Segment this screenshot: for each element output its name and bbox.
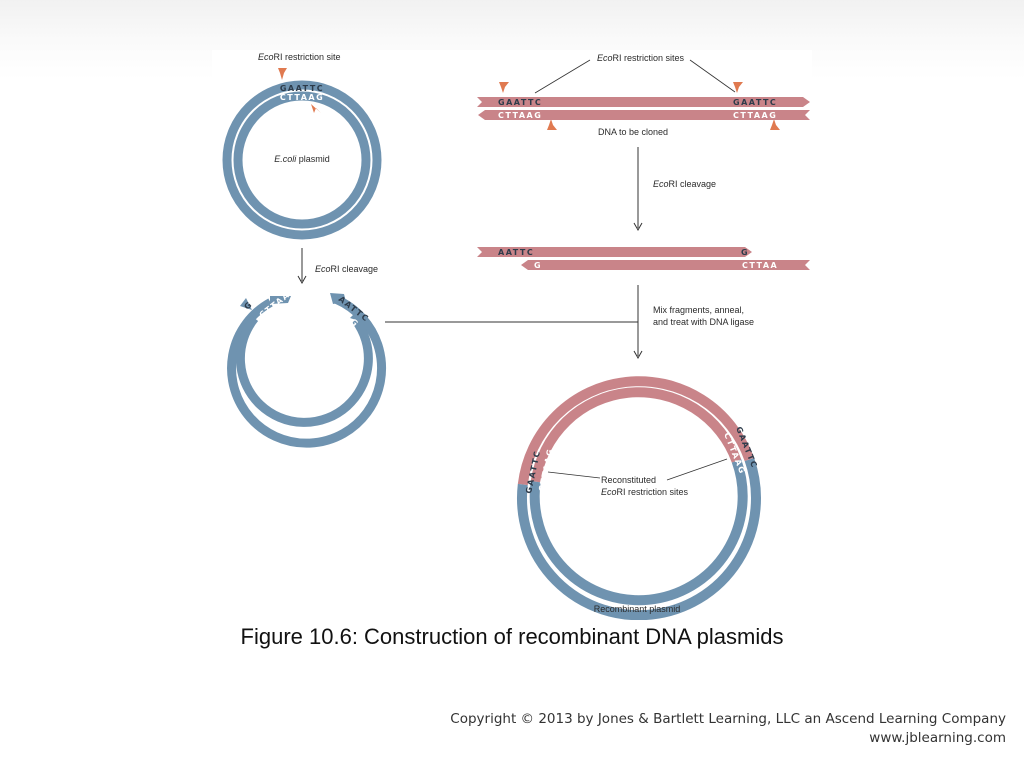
dna-to-clone-label: DNA to be cloned [598,127,668,137]
figure-panel [212,50,812,618]
cleavage-arrow-right [633,147,643,232]
fragment-seq-aattc: AATTC [498,248,534,257]
pointer-line [666,458,728,481]
site-seq-gaattc: GAATTC [280,84,324,93]
cut-arrowhead-icon [547,119,557,130]
pointer-line [689,59,736,93]
recombinant-plasmid: GAATTC CTTAAG GAATTC CTTAAG [517,376,761,620]
mix-label-line1: Mix fragments, anneal, [653,305,744,315]
restriction-site-label: EcoRI restriction site [258,52,341,62]
fragment-seq-cttaa: CTTAA [742,261,778,270]
cut-arrowhead-icon [278,68,287,80]
cloning-diagram: GAATTC CTTAAG E.coli plasmid EcoRI restr… [212,50,812,620]
figure-caption: Figure 10.6: Construction of recombinant… [240,624,784,649]
dna-seq-cttaag-right: CTTAAG [733,111,777,120]
mix-label-line2: and treat with DNA ligase [653,317,754,327]
cut-plasmid: CTTAA G AATTC G [227,290,387,448]
dna-seq-gaattc-right: GAATTC [733,98,777,107]
sticky-end-g: G [243,299,255,311]
cut-arrowhead-icon [733,82,743,93]
copyright-block: Copyright © 2013 by Jones & Bartlett Lea… [450,710,1006,748]
ecoli-plasmid: GAATTC CTTAAG E.coli plasmid [222,80,382,240]
reconstituted-label-line1: Reconstituted [601,475,656,485]
fragment-seq-g: G [741,248,749,257]
cut-arrowhead-icon [311,104,321,113]
site-seq-cttaag: CTTAAG [280,93,324,102]
copyright-text: Copyright © 2013 by Jones & Bartlett Lea… [450,711,1006,727]
dna-seq-cttaag-left: CTTAAG [498,111,542,120]
recombinant-plasmid-label: Recombinant plasmid [594,604,681,614]
cut-arrowhead-icon [770,119,780,130]
cleavage-label-left: EcoRI cleavage [315,264,378,274]
cleavage-label-right: EcoRI cleavage [653,179,716,189]
ecoli-plasmid-label: E.coli plasmid [274,154,330,164]
dna-seq-gaattc-left: GAATTC [498,98,542,107]
restriction-sites-label: EcoRI restriction sites [597,53,685,63]
fragment-seq-g-bottom: G [534,261,542,270]
cut-arrowhead-icon [499,82,509,93]
pointer-line [547,471,601,479]
cleavage-arrow-left [297,248,307,285]
reconstituted-label-line2: EcoRI restriction sites [601,487,689,497]
ligase-arrow [633,285,643,360]
pointer-line [534,59,591,94]
dna-to-clone: GAATTC GAATTC CTTAAG CTTAAG [477,97,810,120]
dna-fragment: AATTC G G CTTAA [477,247,810,270]
copyright-url: www.jblearning.com [869,730,1006,746]
